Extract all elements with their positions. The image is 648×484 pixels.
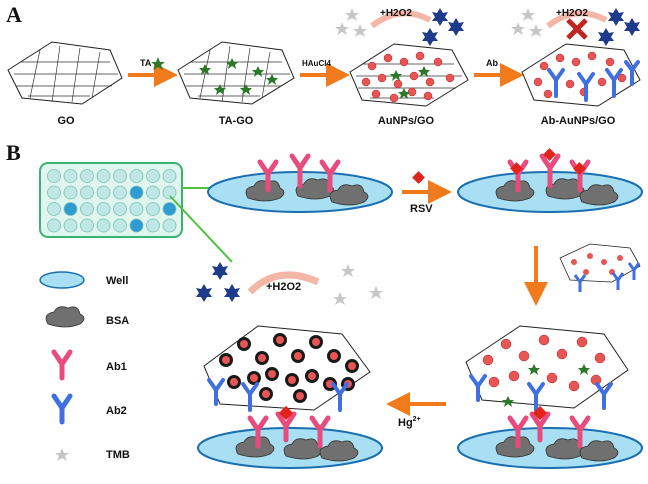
label-hg: Hg2+ <box>398 416 421 429</box>
plate-well <box>129 169 144 183</box>
label-h2o2-a: +H2O2 <box>380 8 412 19</box>
tmb-gray-icon <box>511 8 543 37</box>
aunp-core <box>262 390 270 398</box>
legend-ab2-icon <box>51 393 73 425</box>
label-haucl4: HAuCl4 <box>302 59 331 68</box>
well-bottom-left <box>197 405 383 469</box>
sandwich-complex-left <box>203 325 371 412</box>
aunp-core <box>250 374 258 382</box>
aunp-core <box>240 340 248 348</box>
plate-well <box>96 169 111 183</box>
aunp-core <box>330 352 338 360</box>
microplate <box>39 162 183 238</box>
plate-well <box>113 185 127 200</box>
plate-well <box>80 185 94 200</box>
legend: Well BSA Ab1 Ab2 TMB <box>39 271 130 461</box>
aunp-core <box>294 352 302 360</box>
plate-well <box>47 218 61 233</box>
plate-well <box>80 218 94 233</box>
tmb-blue-icon <box>196 262 240 302</box>
plate-well <box>129 185 144 200</box>
plate-well <box>146 169 160 183</box>
label-rsv: RSV <box>410 203 433 215</box>
plate-well <box>96 185 111 200</box>
plate-well <box>129 202 144 216</box>
legend-well-icon <box>39 271 85 289</box>
panel-b-letter: B <box>6 140 21 165</box>
tmb-blue-icon <box>598 8 640 46</box>
label-aunps-go: AuNPs/GO <box>378 115 435 127</box>
plate-well <box>63 169 78 183</box>
label-h2o2-a2: +H2O2 <box>556 8 588 19</box>
legend-ab2: Ab2 <box>106 405 127 417</box>
rsv-diamond-icon <box>412 171 425 184</box>
well-bottom-right <box>457 405 643 469</box>
small-ab-aunps-go <box>559 243 641 292</box>
reaction-arc <box>247 271 320 295</box>
aunp-core <box>222 356 230 364</box>
blocked-cross-icon <box>566 18 588 40</box>
go-sheet <box>7 41 123 105</box>
plate-well <box>146 202 160 216</box>
plate-well <box>47 202 61 216</box>
legend-tmb: TMB <box>106 449 130 461</box>
ab-aunps-go-sheet <box>521 43 641 107</box>
reaction-arc <box>546 10 608 29</box>
plate-well <box>113 169 127 183</box>
plate-well <box>113 202 127 216</box>
aunp-core <box>312 338 320 346</box>
plate-well <box>96 218 111 233</box>
sandwich-complex-right <box>465 325 629 412</box>
plate-well <box>96 202 111 216</box>
legend-bsa: BSA <box>106 315 129 327</box>
plate-well <box>129 218 144 233</box>
plate-well <box>63 218 78 233</box>
legend-ab1: Ab1 <box>106 361 127 373</box>
plate-well <box>80 202 94 216</box>
plate-well <box>80 169 94 183</box>
plate-well <box>63 202 78 216</box>
aunp-core <box>348 362 356 370</box>
plate-well <box>146 218 160 233</box>
label-ab-aunps-go: Ab-AuNPs/GO <box>541 115 616 127</box>
plate-well <box>47 185 61 200</box>
aunp-core <box>276 336 284 344</box>
label-ta: TA <box>140 58 152 68</box>
plate-well <box>162 218 177 233</box>
plate-well <box>162 202 177 216</box>
aunp-core <box>296 392 304 400</box>
tmb-blue-icon <box>422 8 464 46</box>
legend-ab1-icon <box>51 349 73 381</box>
aunps-go-sheet <box>349 43 469 107</box>
legend-bsa-icon <box>45 306 85 328</box>
legend-tmb-icon <box>55 448 69 461</box>
legend-well: Well <box>106 275 128 287</box>
tmb-gray-icon <box>335 8 367 37</box>
tmb-gray-icon <box>333 264 383 305</box>
plate-well <box>146 185 160 200</box>
plate-well <box>162 185 177 200</box>
plate-well <box>63 185 78 200</box>
callout-line <box>169 195 233 263</box>
well-with-ab1 <box>207 153 393 213</box>
panel-a-letter: A <box>6 2 22 27</box>
aunp-core <box>230 378 238 386</box>
ta-go-sheet <box>177 41 295 105</box>
ta-star-icon <box>151 57 165 70</box>
aunp-core <box>258 354 266 362</box>
reaction-arc <box>370 10 432 29</box>
aunp-core <box>268 370 276 378</box>
plate-well <box>47 169 61 183</box>
label-h2o2-b: +H2O2 <box>266 281 301 293</box>
plate-well <box>113 218 127 233</box>
plate-well <box>162 169 177 183</box>
aunp-core <box>288 376 296 384</box>
aunp-core <box>308 372 316 380</box>
well-with-rsv <box>457 148 643 213</box>
label-ta-go: TA-GO <box>219 115 254 127</box>
label-go: GO <box>57 115 75 127</box>
label-ab: Ab <box>486 58 498 68</box>
